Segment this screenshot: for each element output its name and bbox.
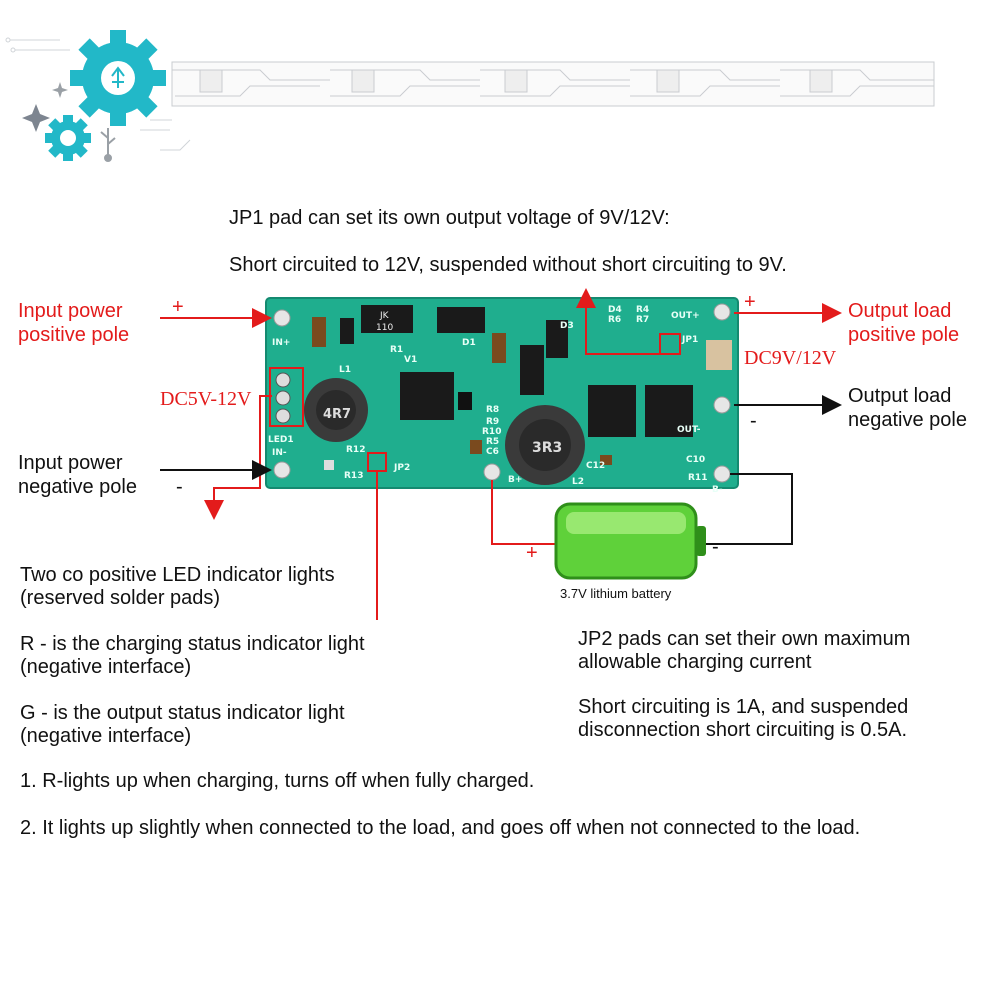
svg-text:D1: D1 <box>462 338 476 348</box>
svg-text:L2: L2 <box>572 477 584 487</box>
pcb-board <box>265 297 739 489</box>
led-g-note-2: (negative interface) <box>20 725 192 747</box>
svg-text:R10: R10 <box>482 427 501 437</box>
circuit-strip <box>171 61 935 107</box>
battery-neg-wire <box>706 473 793 545</box>
svg-text:B+: B+ <box>508 475 522 485</box>
output-pos-label-2: positive pole <box>848 324 960 346</box>
battery-caption: 3.7V lithium battery <box>560 586 672 601</box>
jp1-arrow <box>576 288 670 355</box>
input-plus-sign: + <box>172 296 184 318</box>
svg-text:R11: R11 <box>688 473 707 483</box>
input-pos-label-1: Input power <box>18 300 123 322</box>
output-neg-label-2: negative pole <box>848 409 967 431</box>
svg-text:R5: R5 <box>486 437 499 447</box>
arrows <box>160 288 842 620</box>
svg-text:C6: C6 <box>486 447 499 457</box>
led-r-note-1: R - is the charging status indicator lig… <box>20 633 365 655</box>
jp2-note-3: Short circuiting is 1A, and suspended <box>578 696 909 718</box>
led-r-note-2: (negative interface) <box>20 656 192 678</box>
svg-text:3R3: 3R3 <box>532 440 562 456</box>
svg-text:C10: C10 <box>686 455 705 465</box>
led1-pads <box>275 372 291 424</box>
solder-pads <box>273 303 731 483</box>
svg-text:D3: D3 <box>560 321 574 331</box>
svg-text:R1: R1 <box>390 345 403 355</box>
svg-text:D4: D4 <box>608 305 622 315</box>
svg-text:R6: R6 <box>608 315 621 325</box>
svg-text:4R7: 4R7 <box>323 407 351 422</box>
svg-text:R7: R7 <box>636 315 649 325</box>
components <box>304 305 732 485</box>
svg-text:R12: R12 <box>346 445 365 455</box>
led1-note-1: Two co positive LED indicator lights <box>20 564 335 586</box>
jp2-note-4: disconnection short circuiting is 0.5A. <box>578 719 908 741</box>
jp2-note-1: JP2 pads can set their own maximum <box>578 628 911 650</box>
output-plus-sign: + <box>744 291 756 313</box>
svg-text:L1: L1 <box>339 365 351 375</box>
svg-text:110: 110 <box>376 323 393 333</box>
input-neg-label-1: Input power <box>18 452 123 474</box>
note-item-1: 1. R-lights up when charging, turns off … <box>20 770 535 792</box>
input-minus-sign: - <box>176 476 183 498</box>
gear-icon <box>45 115 91 161</box>
usb-icon <box>100 128 116 162</box>
gear-icon <box>70 30 166 126</box>
led1-note-2: (reserved solder pads) <box>20 587 221 609</box>
battery-pos-wire <box>491 480 556 545</box>
note-item-2: 2. It lights up slightly when connected … <box>20 817 861 839</box>
led1-arrow <box>204 395 272 520</box>
sparkle-icon <box>22 104 50 132</box>
output-neg-label-1: Output load <box>848 385 952 407</box>
led-g-note-1: G - is the output status indicator light <box>20 702 345 724</box>
svg-text:R13: R13 <box>344 471 363 481</box>
output-minus-sign: - <box>750 410 757 432</box>
svg-text:V1: V1 <box>404 355 417 365</box>
battery-plus-sign: + <box>526 542 538 564</box>
svg-text:R8: R8 <box>486 405 499 415</box>
output-range-label: DC9V/12V <box>744 347 837 369</box>
svg-text:LED1: LED1 <box>268 435 294 445</box>
svg-text:B-: B- <box>712 485 723 495</box>
svg-text:JP2: JP2 <box>393 463 410 473</box>
svg-text:JP1: JP1 <box>681 335 698 345</box>
svg-text:R9: R9 <box>486 417 499 427</box>
svg-text:OUT+: OUT+ <box>671 311 700 321</box>
svg-text:R4: R4 <box>636 305 649 315</box>
jp2-arrow <box>376 471 378 620</box>
output-pos-label-1: Output load <box>848 300 952 322</box>
svg-text:IN+: IN+ <box>272 338 290 348</box>
jp1-line-1: JP1 pad can set its own output voltage o… <box>229 207 670 229</box>
input-pos-label-2: positive pole <box>18 324 130 346</box>
sparkle-icon <box>52 82 68 98</box>
silkscreen: IN+ LED1 IN- OUT+ OUT- B+ B- JK 110 4R7 … <box>268 305 723 495</box>
input-neg-label-2: negative pole <box>18 476 137 498</box>
header-logo <box>5 30 935 162</box>
jp2-note-2: allowable charging current <box>578 651 812 673</box>
svg-text:OUT-: OUT- <box>677 425 701 435</box>
jp1-line-2: Short circuited to 12V, suspended withou… <box>229 254 787 276</box>
battery-icon <box>554 502 706 580</box>
svg-text:IN-: IN- <box>272 448 287 458</box>
svg-text:C12: C12 <box>586 461 605 471</box>
battery-minus-sign: - <box>712 536 719 558</box>
pcb-diagram: IN+ LED1 IN- OUT+ OUT- B+ B- JK 110 4R7 … <box>160 288 842 620</box>
svg-text:JK: JK <box>379 311 390 321</box>
input-range-label: DC5V-12V <box>160 388 252 410</box>
